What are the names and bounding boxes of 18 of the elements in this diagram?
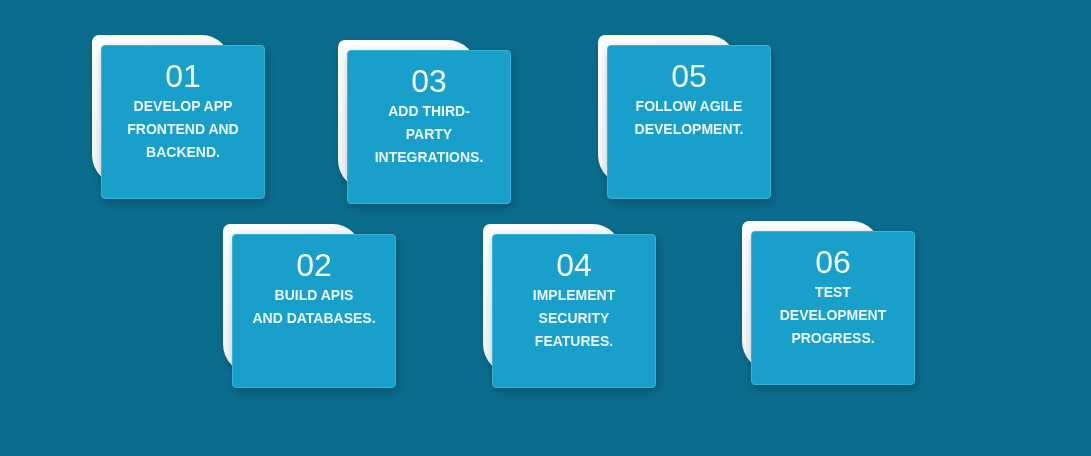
step-card <box>607 45 771 199</box>
step-card <box>751 231 915 385</box>
step-description: FOLLOW AGILE DEVELOPMENT. <box>633 97 745 139</box>
step-number: 02 <box>296 248 332 282</box>
step-card <box>232 234 396 388</box>
step-number: 01 <box>165 59 201 93</box>
step-card <box>101 45 265 199</box>
step-card <box>347 50 511 204</box>
step-number: 04 <box>556 248 592 282</box>
step-description: TEST DEVELOPMENT PROGRESS. <box>778 283 888 348</box>
step-description: ADD THIRD-PARTY INTEGRATIONS. <box>373 102 485 167</box>
step-description: BUILD APIS AND DATABASES. <box>251 286 377 328</box>
step-description: DEVELOP APP FRONTEND AND BACKEND. <box>126 97 240 162</box>
step-number: 03 <box>411 64 447 98</box>
step-description: IMPLEMENT SECURITY FEATURES. <box>531 286 617 351</box>
step-number: 05 <box>671 59 707 93</box>
step-card <box>492 234 656 388</box>
step-number: 06 <box>815 245 851 279</box>
